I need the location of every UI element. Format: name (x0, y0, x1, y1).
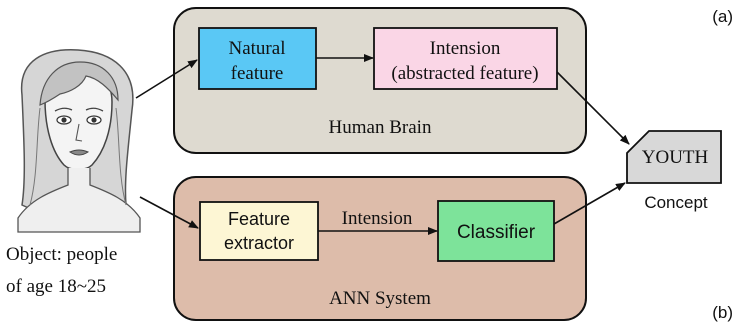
arrow-intension-to-concept (556, 71, 630, 145)
concept-caption: Concept (644, 193, 708, 212)
arrow-classifier-to-concept (553, 182, 626, 225)
panel-a-label: (a) (712, 7, 733, 26)
object-caption-line-1: Object: people (6, 244, 117, 265)
intension-line-1: Intension (430, 38, 501, 59)
woman-face-illustration (17, 49, 141, 233)
natural-feature-line-2: feature (231, 63, 284, 84)
intension-arrow-label: Intension (342, 208, 413, 229)
arrow-object-to-natural-feature (135, 59, 198, 99)
human-brain-label: Human Brain (329, 117, 432, 138)
feature-extractor-line-1: Feature (228, 209, 290, 229)
classifier-box (437, 200, 555, 262)
object-caption-line-2: of age 18~25 (6, 276, 106, 297)
classifier-label: Classifier (457, 222, 536, 243)
feature-extractor-box (199, 201, 319, 261)
arrow-object-to-feature-extractor (139, 196, 199, 229)
natural-feature-line-1: Natural (229, 38, 286, 59)
feature-extractor-line-2: extractor (224, 233, 294, 253)
ann-system-label: ANN System (329, 288, 431, 309)
panel-b-label: (b) (712, 303, 733, 322)
intension-box (373, 27, 558, 90)
intension-line-2: (abstracted feature) (391, 63, 538, 84)
concept-youth-box (626, 130, 722, 184)
youth-label: YOUTH (642, 147, 709, 168)
